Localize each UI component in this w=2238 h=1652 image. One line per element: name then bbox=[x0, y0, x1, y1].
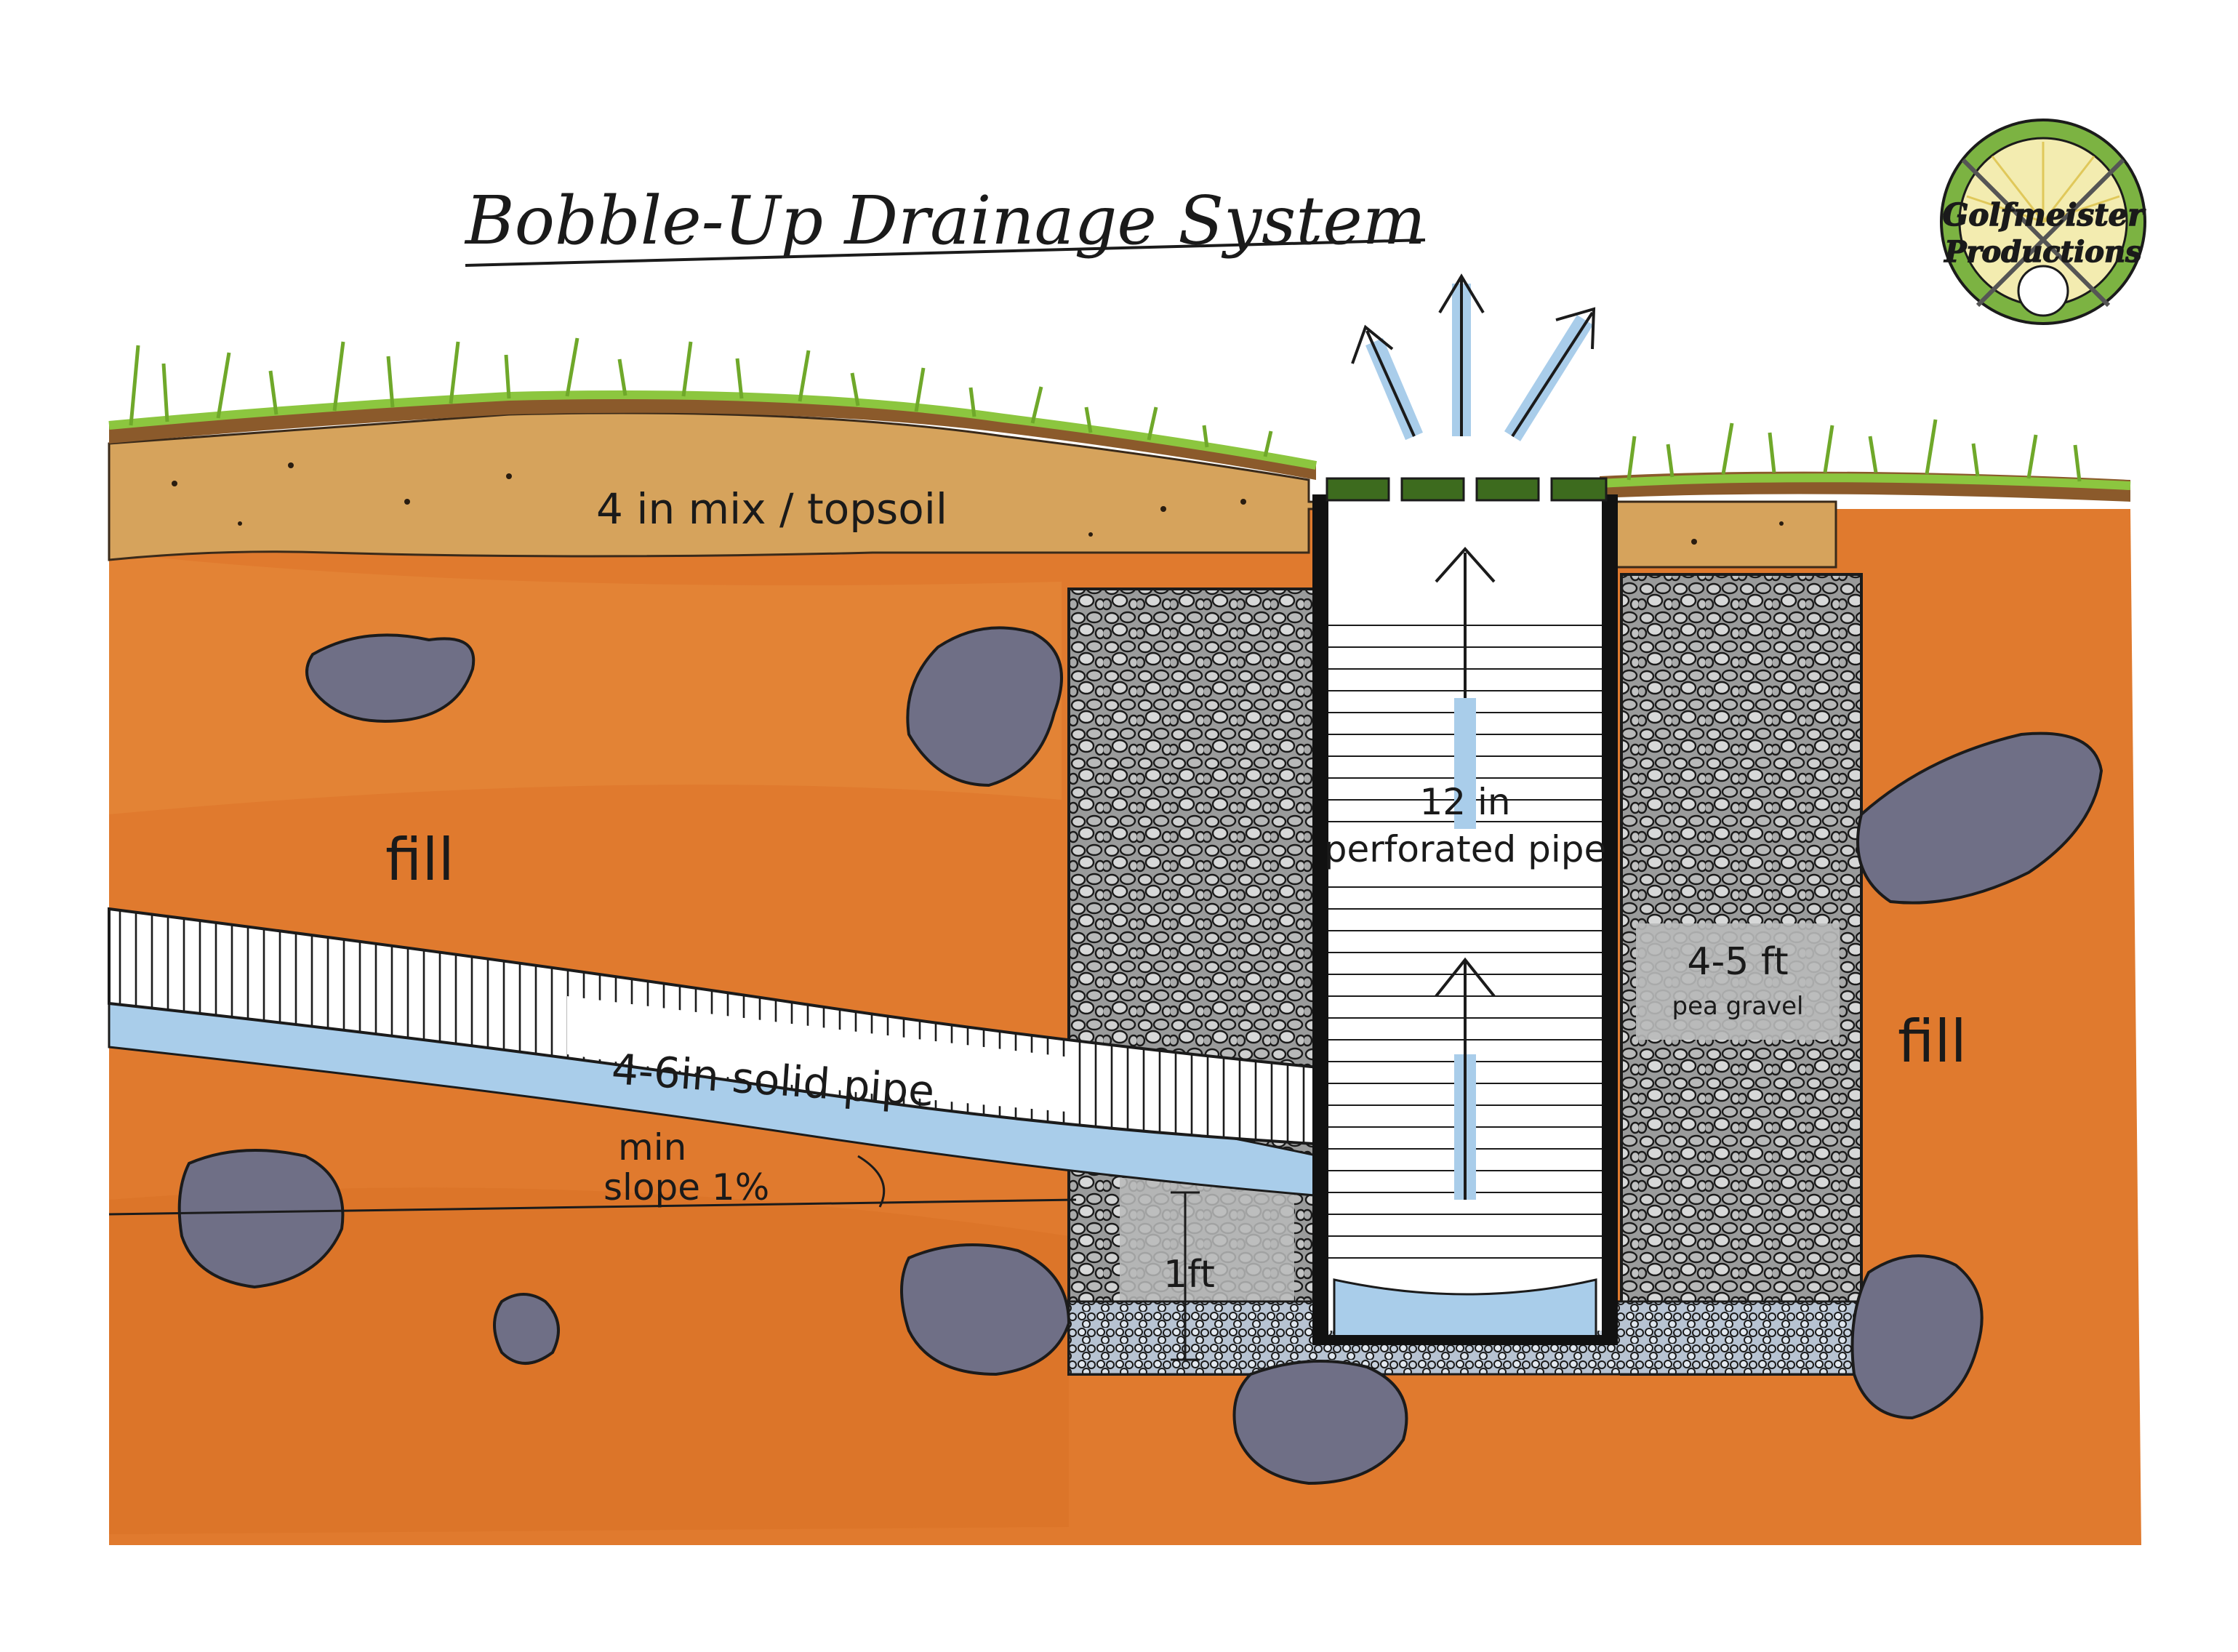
grass-left bbox=[108, 337, 1317, 470]
sump-depth-marker bbox=[1171, 1191, 1200, 1361]
rocks bbox=[177, 626, 2103, 1485]
slope-label-2: slope 1% bbox=[603, 1166, 769, 1208]
slope-label-1: min bbox=[618, 1126, 686, 1168]
perforated-pipe-floor bbox=[1312, 1335, 1618, 1345]
gravel-label-patch bbox=[1636, 923, 1840, 1040]
sump-gravel-patch bbox=[1120, 1178, 1294, 1323]
gravel-depth-label-1: 4-5 ft bbox=[1687, 940, 1788, 984]
topsoil-label: 4 in mix / topsoil bbox=[596, 484, 947, 534]
fill-label-left: fill bbox=[385, 826, 454, 894]
bubble-up-arrows bbox=[1351, 273, 1596, 441]
rock bbox=[906, 626, 1063, 787]
logo-line-1: Golfmeister bbox=[1943, 197, 2146, 233]
rock bbox=[177, 1149, 345, 1289]
solid-pipe-label-band bbox=[567, 996, 1076, 1112]
rock bbox=[1850, 1254, 1984, 1420]
topsoil-specks bbox=[172, 462, 1784, 545]
rock bbox=[900, 1243, 1071, 1376]
slope-angle-arc bbox=[857, 1155, 886, 1208]
grass-right bbox=[1599, 419, 2131, 490]
perforated-pipe-label-2: perforated pipe bbox=[1324, 828, 1607, 870]
soil-crust bbox=[109, 395, 1316, 480]
rock bbox=[493, 1293, 560, 1365]
perforated-pipe-label-1: 12 in bbox=[1419, 781, 1510, 823]
topsoil-right bbox=[1609, 500, 1837, 569]
fill-label-right: fill bbox=[1898, 1008, 1967, 1075]
gravel-depth-label-2: pea gravel bbox=[1672, 992, 1803, 1021]
rock bbox=[305, 633, 476, 723]
pipe-standing-water bbox=[1333, 1278, 1597, 1339]
clay-fill-shading-2 bbox=[109, 1187, 1069, 1534]
sump-depth-label: 1ft bbox=[1163, 1253, 1215, 1296]
perforated-pipe-wall-left bbox=[1312, 494, 1328, 1338]
drain-grate bbox=[1325, 477, 1608, 502]
rock bbox=[1856, 731, 2103, 905]
flow-arrow-lower bbox=[1435, 957, 1496, 1200]
diagram-title: Bobble-Up Drainage System bbox=[464, 182, 1426, 260]
golfmeister-logo: Golfmeister Productions bbox=[1940, 119, 2146, 325]
slope-reference-line bbox=[108, 1198, 1077, 1216]
title-underline bbox=[465, 238, 1426, 267]
clay-fill-shading bbox=[109, 553, 1062, 814]
flow-arrow-upper bbox=[1435, 546, 1496, 829]
perforated-pipe-wall-right bbox=[1602, 494, 1618, 1338]
rock bbox=[1232, 1360, 1408, 1485]
logo-line-2: Productions bbox=[1944, 235, 2141, 269]
